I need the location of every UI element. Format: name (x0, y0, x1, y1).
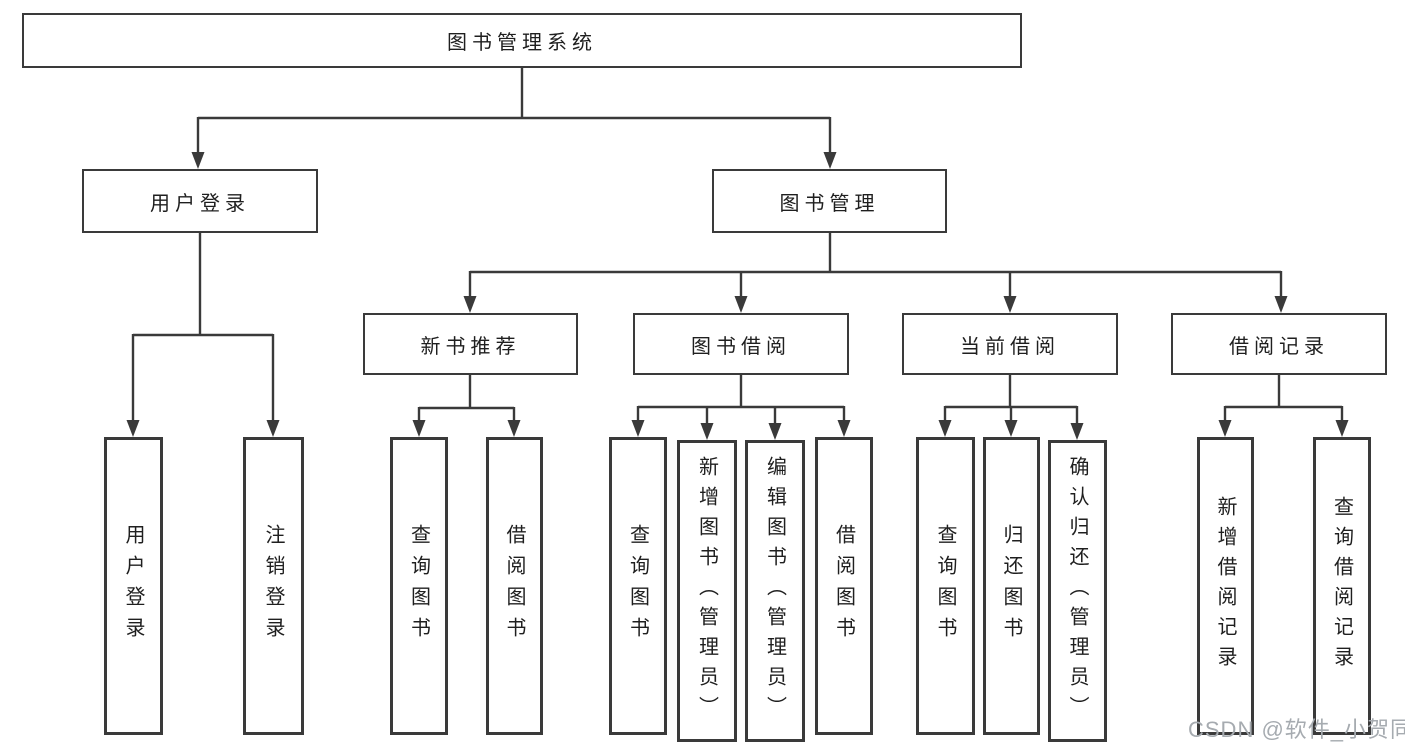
leaf-borrow-query-book: 查询图书 (609, 437, 667, 735)
node-label: 查询图书 (407, 524, 430, 648)
node-label: 借阅图书 (503, 524, 525, 648)
node-root: 图书管理系统 (22, 13, 1022, 68)
node-borrow-records: 借阅记录 (1171, 313, 1387, 375)
leaf-borrow-borrow-book: 借阅图书 (815, 437, 873, 735)
node-label: 当前借阅 (960, 335, 1060, 358)
node-label: 注销登录 (262, 524, 284, 648)
node-label: 用户登录 (122, 524, 144, 648)
node-label: 查询借阅记录 (1330, 496, 1353, 676)
node-label: 确认归还（管理员） (1066, 456, 1088, 726)
leaf-newbook-borrow-book: 借阅图书 (486, 437, 543, 735)
node-label: 新书推荐 (420, 335, 521, 358)
leaf-logout: 注销登录 (243, 437, 304, 735)
node-label: 用户登录 (150, 192, 250, 215)
leaf-records-add-record: 新增借阅记录 (1197, 437, 1254, 735)
node-current-borrow: 当前借阅 (902, 313, 1118, 375)
node-new-book-recommend: 新书推荐 (363, 313, 578, 375)
node-label: 借阅记录 (1229, 335, 1329, 358)
node-label: 图书管理系统 (447, 32, 597, 54)
node-label: 新增借阅记录 (1214, 496, 1236, 676)
leaf-user-login: 用户登录 (104, 437, 163, 735)
leaf-current-confirm-return-admin: 确认归还（管理员） (1048, 440, 1107, 742)
node-label: 新增图书（管理员） (695, 456, 718, 726)
node-book-borrow: 图书借阅 (633, 313, 849, 375)
node-label: 编辑图书（管理员） (763, 456, 786, 726)
leaf-records-query-record: 查询借阅记录 (1313, 437, 1371, 735)
leaf-borrow-edit-book-admin: 编辑图书（管理员） (745, 440, 805, 742)
leaf-borrow-add-book-admin: 新增图书（管理员） (677, 440, 737, 742)
node-user-login: 用户登录 (82, 169, 318, 233)
node-label: 查询图书 (934, 524, 956, 648)
leaf-current-query-book: 查询图书 (916, 437, 975, 735)
node-book-management: 图书管理 (712, 169, 947, 233)
csdn-watermark: CSDN @软件_小贺同学 (1188, 717, 1405, 742)
node-label: 归还图书 (1000, 524, 1022, 648)
node-label: 图书管理 (779, 192, 880, 215)
node-label: 图书借阅 (691, 335, 791, 358)
node-label: 借阅图书 (832, 524, 855, 648)
node-label: 查询图书 (626, 524, 649, 648)
leaf-current-return-book: 归还图书 (983, 437, 1040, 735)
leaf-newbook-query-book: 查询图书 (390, 437, 448, 735)
